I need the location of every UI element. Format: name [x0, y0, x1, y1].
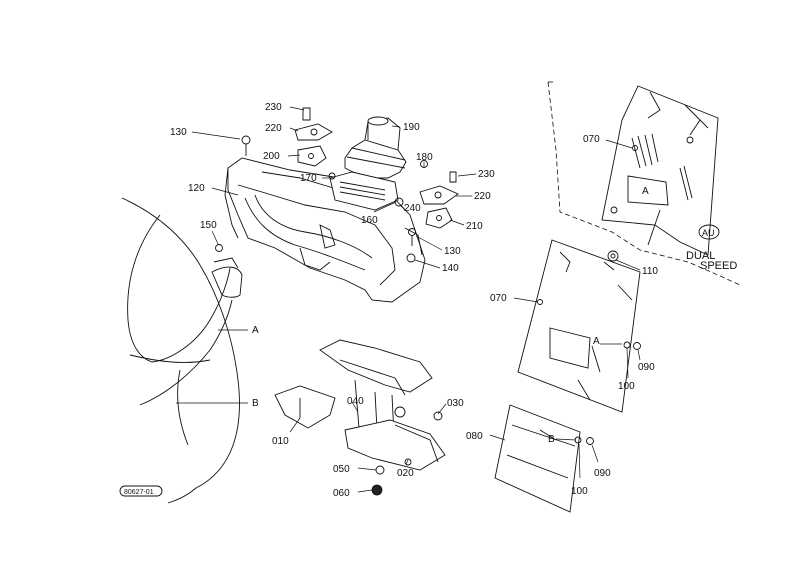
plate-080: [494, 404, 594, 513]
body-contour: 80627-01: [119, 197, 243, 504]
part-label-040: 040: [347, 396, 364, 407]
part-label-020: 020: [397, 468, 414, 479]
variant-au: AU: [702, 228, 715, 238]
part-label-060: 060: [333, 488, 350, 499]
plate-au: [547, 81, 741, 286]
fasteners-upper: [215, 135, 428, 263]
reference-letters: A B A A B: [252, 186, 649, 445]
variant-dual: DUAL: [686, 250, 715, 262]
part-label-160: 160: [361, 215, 378, 226]
part-labels: 230 220 190 130 200 180 230 170 120 220 …: [170, 102, 658, 499]
mount-left: [294, 107, 333, 167]
part-label-210: 210: [466, 221, 483, 232]
plate-dual-speed: [517, 239, 641, 413]
part-label-150: 150: [200, 220, 217, 231]
part-label-100: 100: [618, 381, 635, 392]
part-label-130-right: 130: [444, 246, 461, 257]
part-label-010: 010: [272, 436, 289, 447]
part-label-200: 200: [263, 151, 280, 162]
part-label-130: 130: [170, 127, 187, 138]
ref-letter-a-dual: A: [593, 336, 600, 347]
part-label-220-right: 220: [474, 191, 491, 202]
part-label-240: 240: [404, 203, 421, 214]
part-label-230: 230: [265, 102, 282, 113]
ref-letter-b-left: B: [252, 398, 259, 409]
part-label-090-lower: 090: [594, 468, 611, 479]
part-label-190: 190: [403, 122, 420, 133]
part-label-140: 140: [442, 263, 459, 274]
part-label-230-right: 230: [478, 169, 495, 180]
lever-boot: [344, 116, 407, 179]
part-label-220: 220: [265, 123, 282, 134]
variant-markers: AU DUAL SPEED: [686, 224, 737, 272]
part-label-110: 110: [642, 266, 658, 277]
au-marker-frame: [698, 224, 720, 240]
shift-plate: [329, 171, 399, 211]
bracket-assembly: [274, 339, 446, 496]
ref-letter-a-au: A: [642, 186, 649, 197]
part-label-120: 120: [188, 183, 205, 194]
part-label-070: 070: [583, 134, 600, 145]
drawing-number: 80627-01: [124, 489, 154, 496]
part-label-090: 090: [638, 362, 655, 373]
part-label-050: 050: [333, 464, 350, 475]
part-label-100-lower: 100: [571, 486, 588, 497]
ref-letter-b-080: B: [548, 434, 555, 445]
drawing-number-frame: [119, 485, 163, 497]
variant-speed: SPEED: [700, 260, 737, 272]
leader-lines: [176, 106, 641, 493]
part-label-030: 030: [447, 398, 464, 409]
part-label-080: 080: [466, 431, 483, 442]
part-label-070-dual: 070: [490, 293, 507, 304]
mount-right: [419, 171, 459, 229]
console-body: [224, 157, 426, 303]
ref-letter-a-left: A: [252, 325, 259, 336]
part-label-180: 180: [416, 152, 433, 163]
part-label-170: 170: [300, 173, 317, 184]
